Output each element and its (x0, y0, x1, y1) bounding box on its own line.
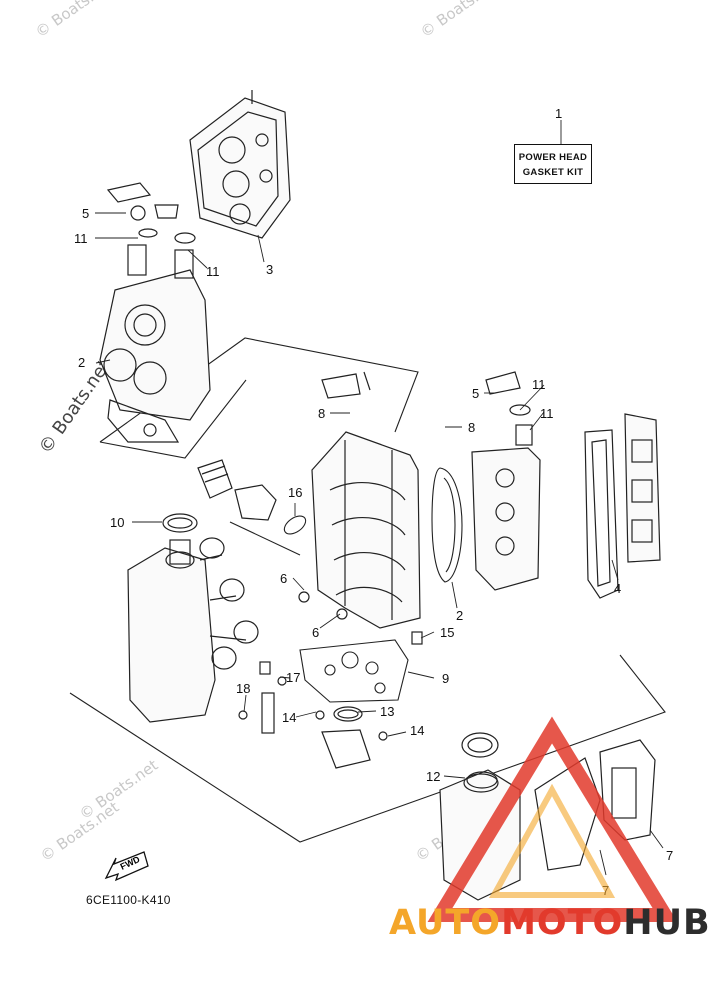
watermark: © Boats.net (32, 0, 117, 41)
callout-15: 15 (440, 625, 454, 640)
callout-11: 11 (206, 264, 220, 279)
brand-moto: MOTO (501, 903, 624, 943)
callout-5: 5 (472, 386, 479, 401)
cylinder-block-lower (127, 513, 259, 723)
callout-14: 14 (282, 710, 296, 725)
callout-7: 7 (666, 848, 673, 863)
fwd-arrow: FWD (104, 846, 152, 891)
callout-1: 1 (555, 106, 562, 121)
callout-4: 4 (614, 581, 621, 596)
callout-11: 11 (540, 406, 554, 421)
callout-14: 14 (410, 723, 424, 738)
callout-17: 17 (286, 670, 300, 685)
callout-9: 9 (442, 671, 449, 686)
callout-10: 10 (110, 515, 124, 530)
callout-8: 8 (318, 406, 325, 421)
callout-11: 11 (532, 377, 546, 392)
callout-18: 18 (236, 681, 250, 696)
callout-8: 8 (468, 420, 475, 435)
callout-6: 6 (280, 571, 287, 586)
callout-13: 13 (380, 704, 394, 719)
gaskets-center (283, 467, 463, 703)
fwd-arrow-icon: FWD (104, 851, 149, 882)
cylinder-block-left (99, 182, 211, 443)
watermark: © Boats.net (417, 0, 502, 41)
callout-11: 11 (74, 231, 88, 246)
brand-hub: HUB (623, 903, 711, 943)
automotohub-logo: AUTOMOTOHUB (389, 903, 711, 943)
kit-label-line2: GASKET KIT (522, 167, 584, 178)
callout-6: 6 (312, 625, 319, 640)
leader-lines (95, 120, 664, 876)
automotohub-triangle-logo (427, 716, 678, 922)
callout-2: 2 (456, 608, 463, 623)
cylinder-head-upper (189, 90, 291, 239)
callout-12: 12 (426, 769, 440, 784)
brand-auto: AUTO (389, 903, 502, 943)
cylinder-head-right (471, 371, 661, 599)
callout-3: 3 (266, 262, 273, 277)
callout-numbers: 1 2 2 3 4 5 5 6 6 7 7 8 8 9 10 11 11 11 … (74, 106, 673, 898)
callout-2: 2 (78, 355, 85, 370)
oil-filter (197, 459, 277, 521)
crankcase-main (311, 371, 421, 629)
diagram-code: 6CE1100-K410 (86, 893, 171, 907)
kit-label-line1: POWER HEAD (518, 152, 588, 163)
callout-16: 16 (288, 485, 302, 500)
power-head-gasket-kit-label: POWER HEAD GASKET KIT (514, 144, 592, 184)
callout-5: 5 (82, 206, 89, 221)
